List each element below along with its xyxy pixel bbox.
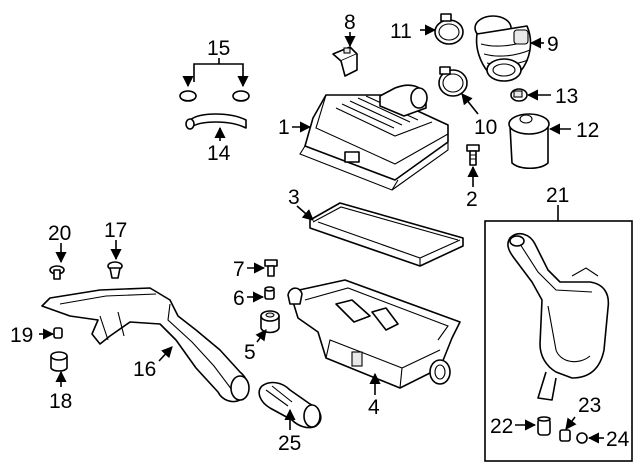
part-hose-clamp-upper [434,13,464,45]
part-hose-clamp-pair [179,90,250,102]
part-nut-24 [576,432,588,444]
part-bolt-cover [466,144,480,166]
part-clip [510,88,528,102]
part-air-cleaner-case [287,279,461,389]
callout-24: 24 [606,428,630,451]
part-resonator [508,113,550,170]
callout-19: 19 [10,324,33,347]
callout-8: 8 [344,11,356,34]
callout-12: 12 [576,119,599,142]
callout-17: 17 [104,219,127,242]
callout-22: 22 [490,415,513,438]
part-inlet-hose-end [258,381,322,429]
part-grommet-18 [50,351,68,372]
callout-20: 20 [48,222,71,245]
leader-lines [39,24,604,444]
part-intake-bellows-hose [474,15,532,82]
callout-11: 11 [390,20,412,43]
part-air-filter-element [309,202,464,267]
part-hose-clamp-lower [438,66,468,97]
callout-2: 2 [466,188,478,211]
callout-4: 4 [368,396,380,419]
callout-15: 15 [207,37,230,60]
callout-25: 25 [278,432,301,455]
callout-9: 9 [547,33,559,56]
callout-3: 3 [288,186,300,209]
part-push-pin-a [49,265,65,280]
callout-14: 14 [207,142,231,165]
callout-5: 5 [244,341,256,364]
callout-6: 6 [233,287,245,310]
callout-21: 21 [546,184,569,207]
part-push-clip [107,261,123,279]
part-small-hose [185,113,247,130]
part-air-cleaner-cover [299,84,449,191]
callout-7: 7 [233,258,245,281]
part-bolt-small [264,259,278,277]
part-mass-airflow-sensor [332,46,358,77]
part-grommet-22 [537,416,551,436]
part-grommet-19 [53,327,63,339]
callout-16: 16 [133,358,156,381]
callout-13: 13 [555,85,578,108]
callout-labels: 1 2 3 4 5 6 7 8 9 10 11 12 13 14 15 16 1… [10,11,630,455]
callout-1: 1 [278,116,290,139]
part-mount-insulator [260,310,280,334]
part-grommet-small [264,286,275,300]
part-collar-23 [559,429,571,442]
callout-18: 18 [49,390,72,413]
callout-10: 10 [474,116,497,139]
callout-23: 23 [578,394,601,417]
part-air-duct-assembly [507,232,610,401]
part-air-inlet-duct [41,287,250,403]
